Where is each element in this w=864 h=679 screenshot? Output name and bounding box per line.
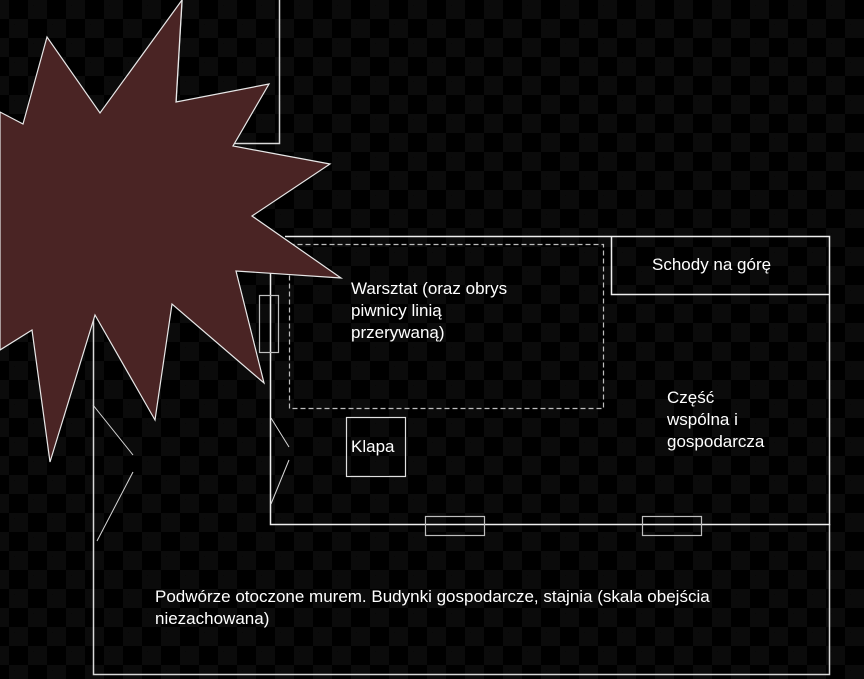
bottom-wall-window-1 — [424, 515, 486, 537]
stairs-label: Schody na górę — [652, 255, 772, 274]
cellar-outline-dashed — [288, 243, 605, 410]
building-door-lower-leaf — [270, 459, 290, 505]
courtyard-wall — [92, 315, 831, 676]
stairs-box — [610, 236, 830, 296]
main-building-wall — [269, 235, 831, 526]
left-wall-window — [258, 294, 280, 354]
courtyard-gate-upper-leaf — [92, 404, 134, 456]
courtyard-gate-lower-leaf — [96, 471, 134, 542]
courtyard-label: Podwórze otoczone murem. Budynki gospoda… — [155, 587, 710, 628]
workshop-label: Warsztat (oraz obrys piwnicy linią przer… — [351, 279, 508, 342]
common-area-label: Część wspólna i gospodarcza — [667, 388, 765, 451]
hatch-label: Klapa — [351, 437, 395, 456]
bottom-wall-window-2 — [641, 515, 703, 537]
hatch-box — [345, 416, 407, 478]
explosion-starburst — [0, 0, 344, 463]
building-door-upper-leaf — [270, 417, 290, 448]
